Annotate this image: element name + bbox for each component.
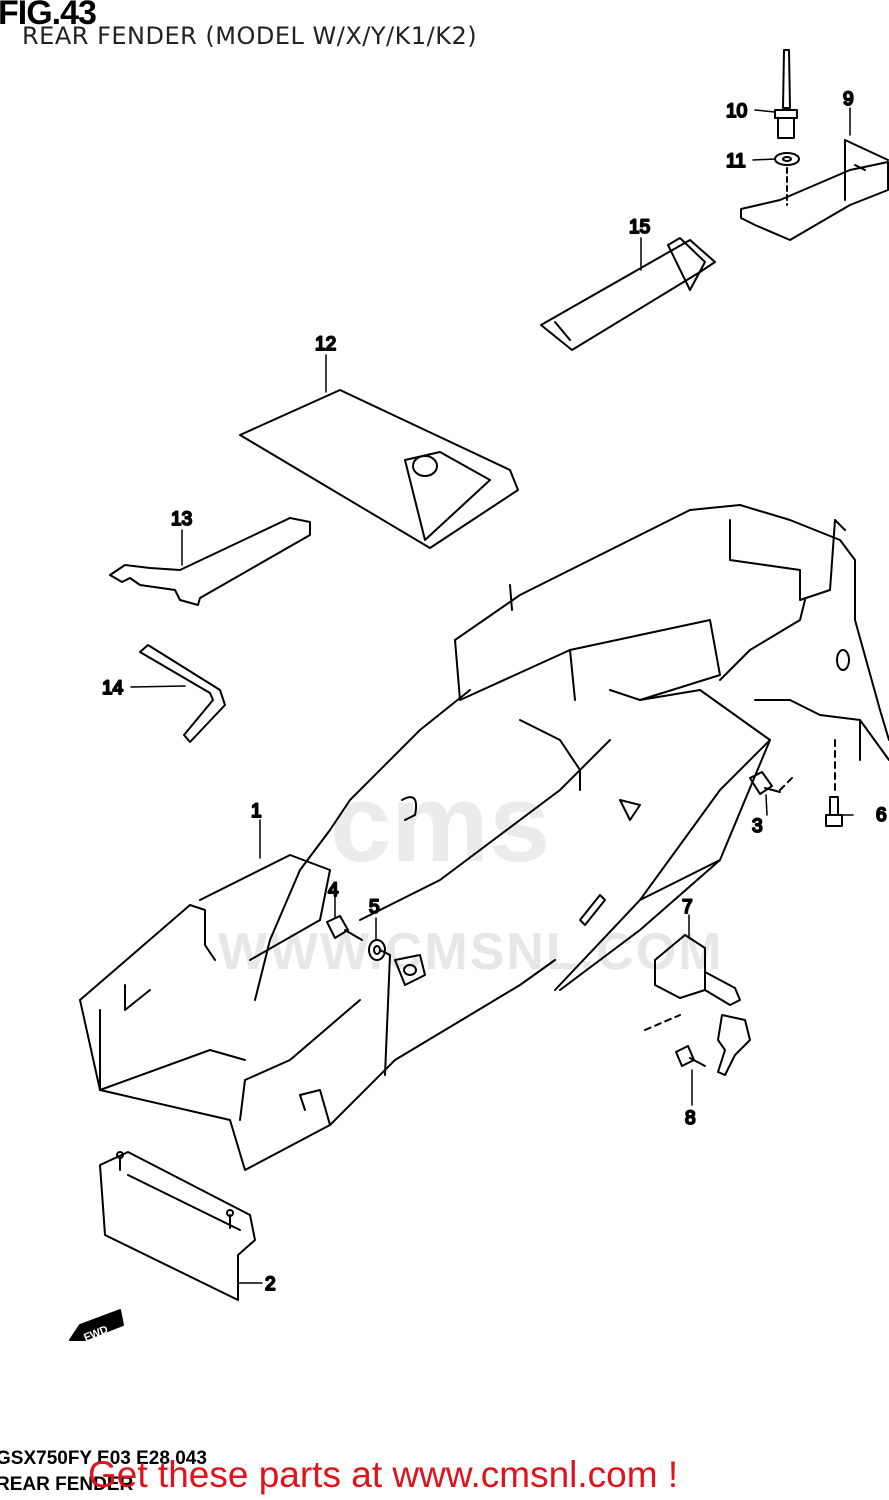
cta-link[interactable]: Get these parts at www.cmsnl.com !	[88, 1454, 679, 1495]
part-6-bolt[interactable]	[825, 739, 843, 827]
diagram-code: GSX750FY E03 E28 043	[0, 1448, 207, 1469]
figure-number: FIG.43	[0, 0, 97, 32]
part-4-bolt[interactable]	[326, 915, 363, 941]
callout-4: 4	[328, 880, 339, 901]
figure-subtitle: REAR FENDER (MODEL W/X/Y/K1/K2)	[22, 22, 478, 50]
part-12-cover-sheet[interactable]	[239, 389, 519, 549]
callout-7: 7	[682, 897, 693, 918]
callout-15: 15	[629, 217, 650, 238]
part-3-screw[interactable]	[749, 771, 796, 795]
callout-3: 3	[752, 816, 763, 837]
callout-10: 10	[726, 101, 747, 122]
callout-8: 8	[685, 1108, 696, 1129]
fwd-arrow	[69, 1309, 124, 1341]
callout-12: 12	[315, 334, 336, 355]
part-10-bolt[interactable]	[774, 49, 798, 139]
part-2-mud-flap[interactable]	[99, 1151, 256, 1301]
part-15-strap[interactable]	[540, 237, 716, 351]
callout-6: 6	[876, 805, 887, 826]
part-9-bracket[interactable]	[740, 139, 889, 241]
callout-9: 9	[843, 89, 854, 110]
part-7-seat-lock[interactable]	[644, 934, 751, 1076]
part-8-screw[interactable]	[675, 1045, 706, 1067]
callout-5: 5	[369, 897, 380, 918]
part-14-hex-key[interactable]	[139, 644, 226, 743]
part-1-rear-fender[interactable]	[79, 504, 889, 1171]
diagram-name: REAR FENDER	[0, 1474, 134, 1495]
callout-2: 2	[265, 1274, 276, 1295]
part-5-washer[interactable]	[368, 939, 386, 961]
callout-13: 13	[171, 509, 192, 530]
callout-1: 1	[251, 801, 262, 822]
callout-11: 11	[726, 151, 746, 172]
callout-14: 14	[102, 678, 124, 699]
leader-lines	[130, 107, 854, 1284]
part-13-spanner[interactable]	[109, 517, 311, 606]
